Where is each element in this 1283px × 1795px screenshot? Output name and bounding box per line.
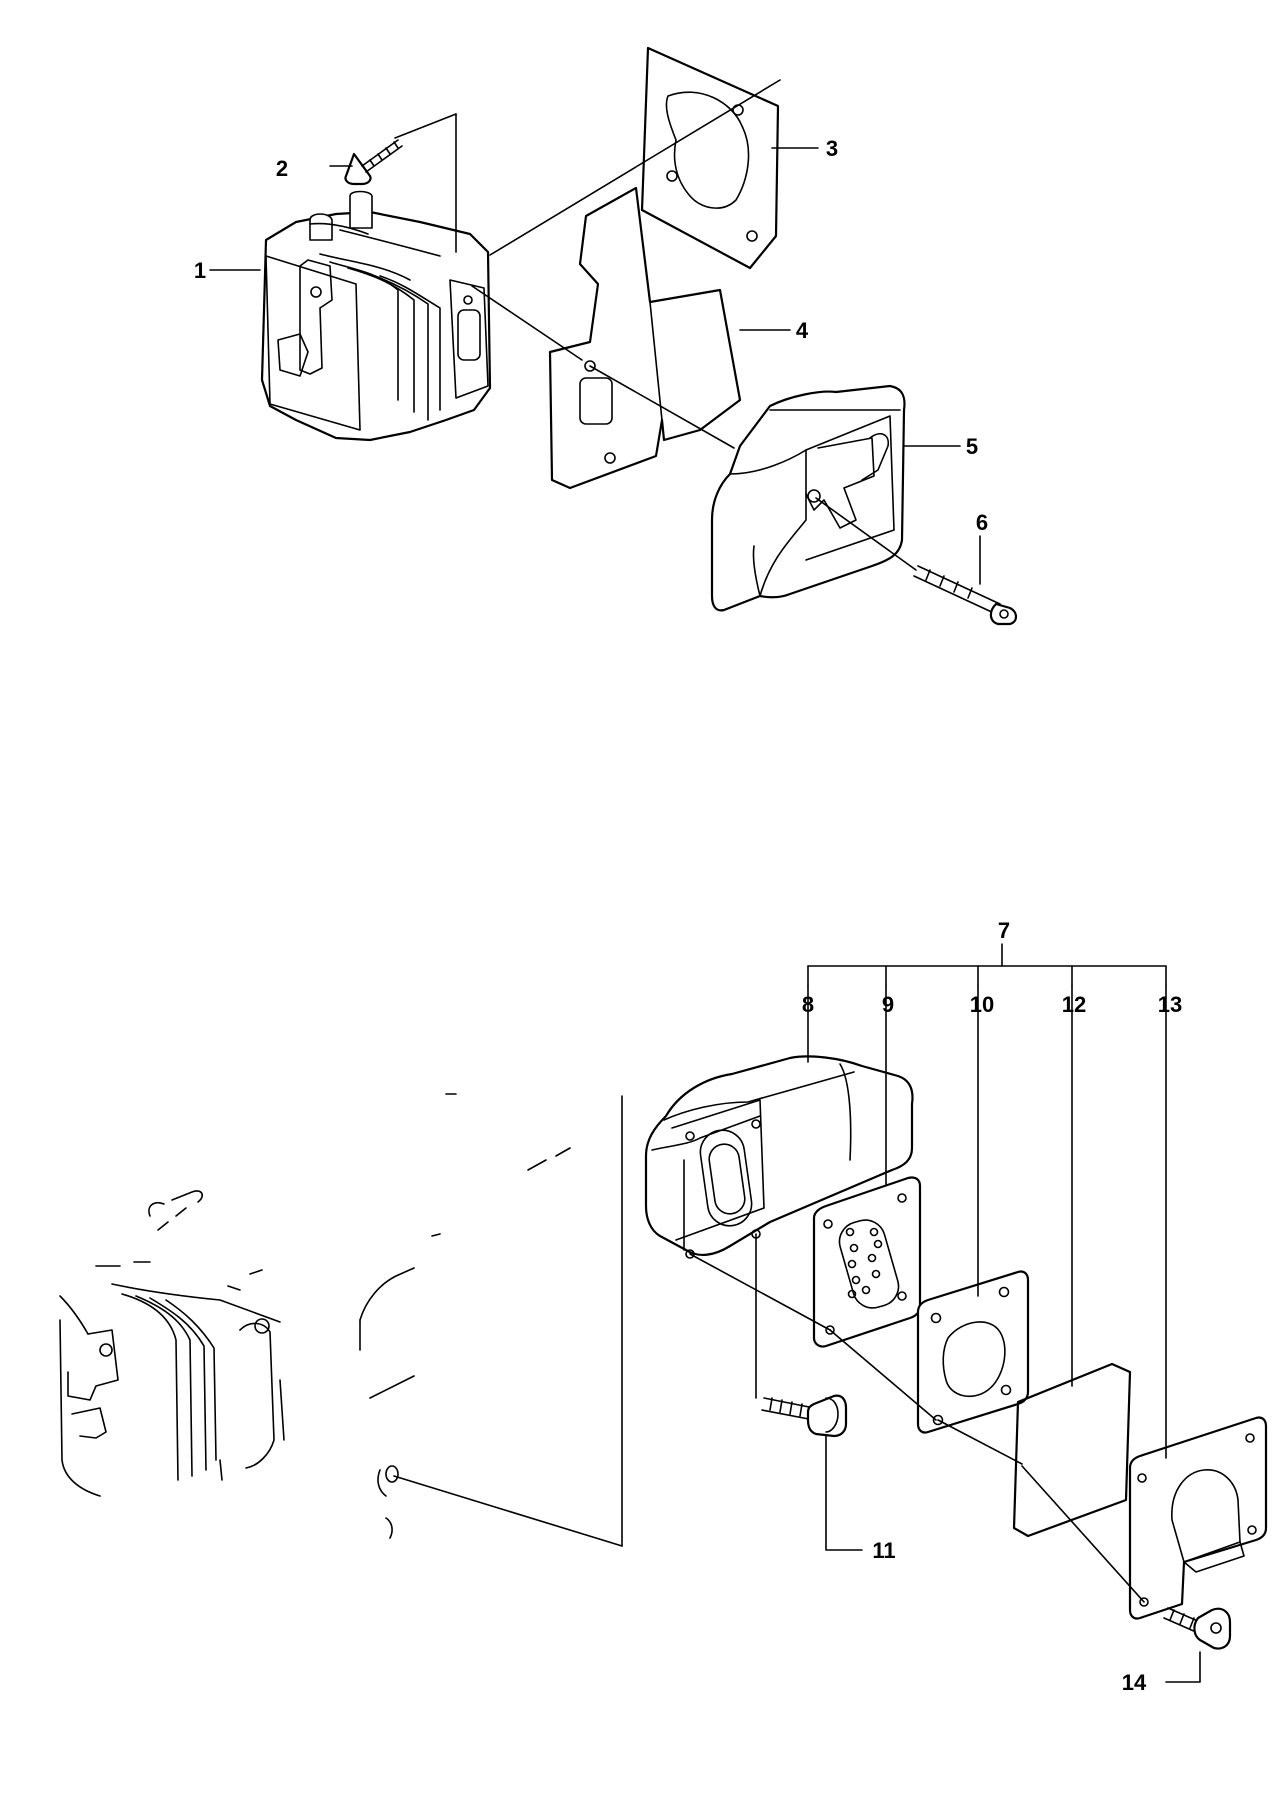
part-12-spark-screen <box>1012 1362 1132 1538</box>
part-8-muffler-body <box>644 1055 914 1259</box>
callout-1: 1 <box>194 258 206 283</box>
callout-9: 9 <box>882 992 894 1017</box>
callout-3: 3 <box>826 136 838 161</box>
callout-7: 7 <box>998 918 1010 943</box>
part-2-screw <box>344 139 403 186</box>
callout-10: 10 <box>970 992 994 1017</box>
part-5-muffler <box>710 384 906 612</box>
callout-5: 5 <box>966 434 978 459</box>
callout-13: 13 <box>1158 992 1182 1017</box>
part-13-cover-plate <box>1128 1416 1268 1620</box>
part-3-gasket <box>640 46 780 270</box>
callout-12: 12 <box>1062 992 1086 1017</box>
part-1-cylinder <box>260 190 492 442</box>
callout-2: 2 <box>276 156 288 181</box>
part-14-screw <box>1163 1607 1232 1650</box>
part-4-heat-shield <box>548 186 742 490</box>
faded-cylinder-context <box>59 1190 285 1497</box>
callout-6: 6 <box>976 510 988 535</box>
part-9-baffle-plate <box>812 1176 922 1348</box>
callout-4: 4 <box>796 318 809 343</box>
faded-shield-context <box>359 1093 571 1539</box>
bracket-group-7 <box>807 943 1167 987</box>
top-leader-lines <box>209 79 981 585</box>
part-10-gasket <box>916 1270 1030 1434</box>
bottom-leader-lines <box>393 985 1201 1683</box>
part-11-stud <box>761 1394 848 1438</box>
part-6-bolt <box>913 565 1018 626</box>
callout-14: 14 <box>1122 1670 1147 1695</box>
callout-11: 11 <box>872 1538 895 1563</box>
callout-8: 8 <box>802 992 814 1017</box>
